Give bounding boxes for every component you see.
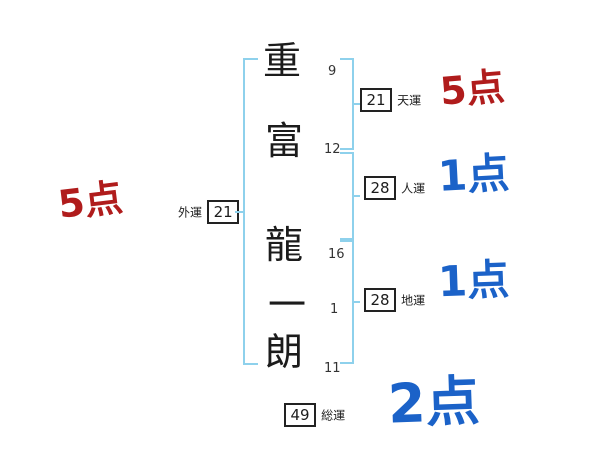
stroke-count-1: 9 [328, 64, 337, 79]
earth-luck-bracket [340, 240, 360, 364]
outer-luck-label: 外運 [178, 205, 203, 220]
name-char-1: 重 [263, 39, 302, 83]
total-luck-group: 49 総運 [284, 403, 345, 427]
person-luck-value: 28 [364, 176, 396, 200]
name-char-4: 一 [268, 283, 307, 327]
earth-luck-group: 28 地運 [364, 288, 425, 312]
outer-luck-value: 21 [207, 200, 240, 224]
person-luck-label: 人運 [401, 181, 426, 196]
person-luck-bracket [340, 152, 360, 240]
heaven-luck-label: 天運 [397, 93, 422, 108]
earth-luck-value: 28 [364, 288, 396, 312]
total-luck-value: 49 [284, 403, 316, 427]
score-souun: 2点 [386, 369, 481, 436]
name-char-5: 朗 [265, 330, 304, 374]
score-gaiun: 5点 [55, 175, 125, 227]
stroke-count-2: 12 [324, 142, 341, 157]
stroke-count-4: 1 [330, 302, 339, 317]
heaven-luck-bracket [340, 58, 360, 150]
score-chiun: 1点 [437, 254, 511, 307]
heaven-luck-group: 21 天運 [360, 88, 421, 112]
outer-luck-group: 外運 21 [178, 200, 240, 224]
outer-luck-bracket [235, 58, 258, 365]
score-tenun: 5点 [438, 64, 507, 114]
name-char-3: 龍 [265, 223, 304, 267]
score-jinun: 1点 [436, 148, 511, 201]
stroke-count-3: 16 [328, 247, 345, 262]
total-luck-label: 総運 [321, 408, 346, 423]
person-luck-group: 28 人運 [364, 176, 425, 200]
earth-luck-label: 地運 [401, 293, 426, 308]
stroke-count-5: 11 [324, 361, 341, 376]
name-char-2: 富 [265, 119, 304, 163]
heaven-luck-value: 21 [360, 88, 392, 112]
